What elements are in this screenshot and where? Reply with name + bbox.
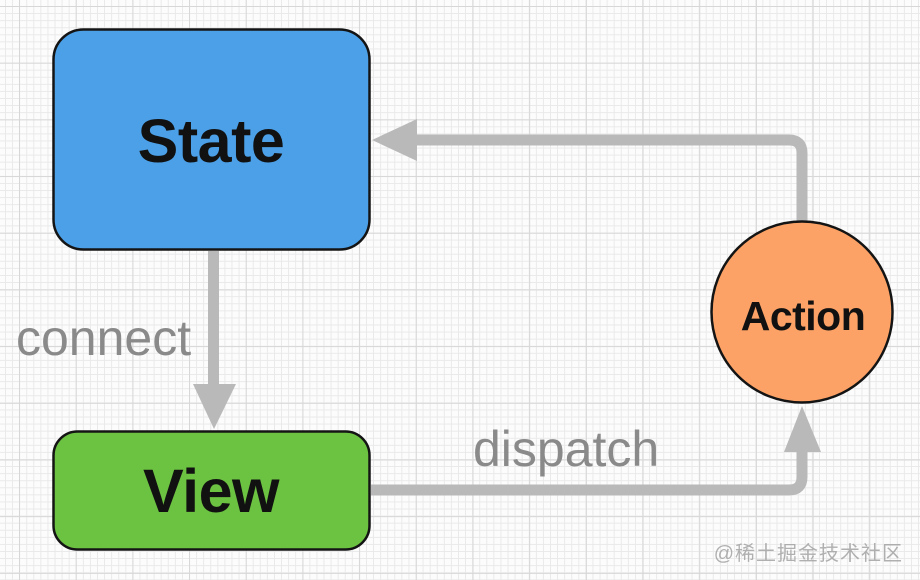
watermark: @稀土掘金技术社区 [714, 542, 903, 565]
connect-label: connect [16, 310, 191, 366]
action-to-state-arrowhead [372, 119, 417, 161]
view-label: View [143, 457, 280, 525]
dispatch-arrowhead [784, 406, 821, 452]
dispatch-label: dispatch [473, 421, 659, 477]
state-node [52, 28, 371, 251]
action-to-state-arrow [416, 134, 808, 223]
dispatch-arrow [371, 449, 808, 496]
connect-arrowhead [193, 384, 236, 429]
action-label: Action [741, 293, 866, 339]
state-label: State [138, 107, 285, 175]
view-node [52, 430, 371, 551]
action-node [710, 220, 894, 404]
